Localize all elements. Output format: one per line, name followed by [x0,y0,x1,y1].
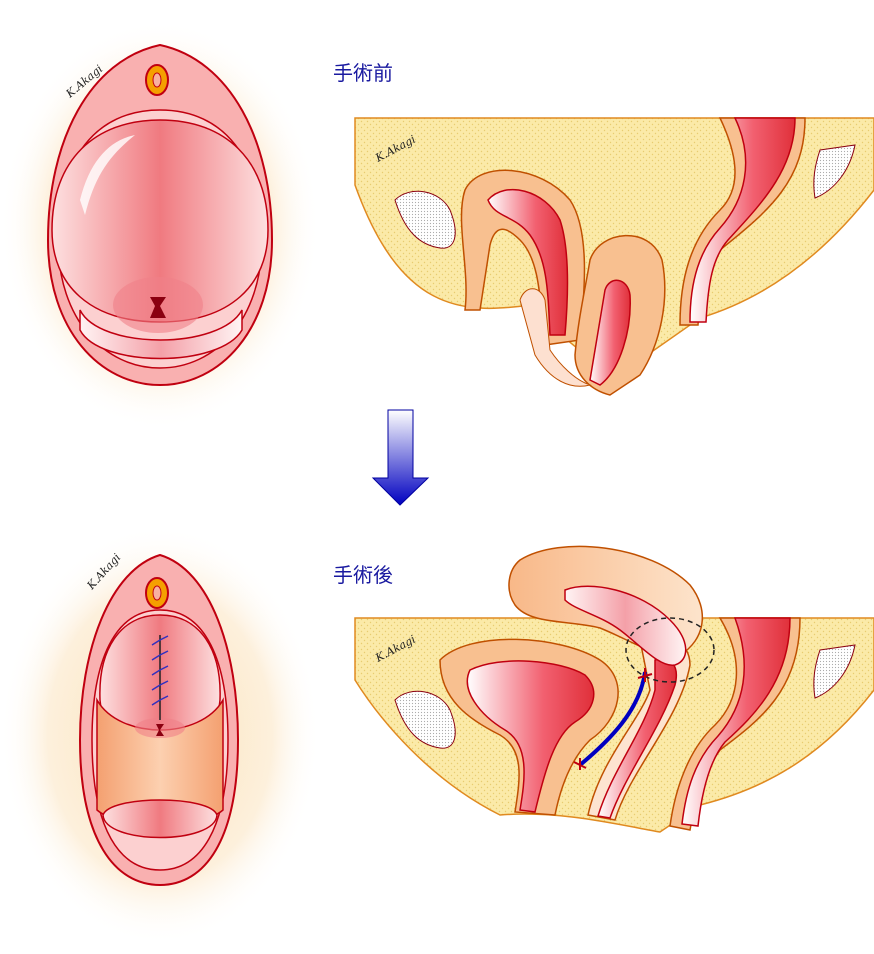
fixation-site-circle [625,617,715,683]
sagittal-before-view: K.Akagi [354,117,874,396]
vulva-after-view: K.Akagi [0,525,320,945]
vulva-before-view: K.Akagi [0,20,320,430]
suspension-mesh [578,671,647,767]
label-after-surgery: 手術後 [333,563,393,587]
suture-line [151,635,169,720]
label-before-surgery: 手術前 [333,61,393,85]
sagittal-after-view: K.Akagi [354,545,874,833]
down-arrow-icon [371,409,430,506]
